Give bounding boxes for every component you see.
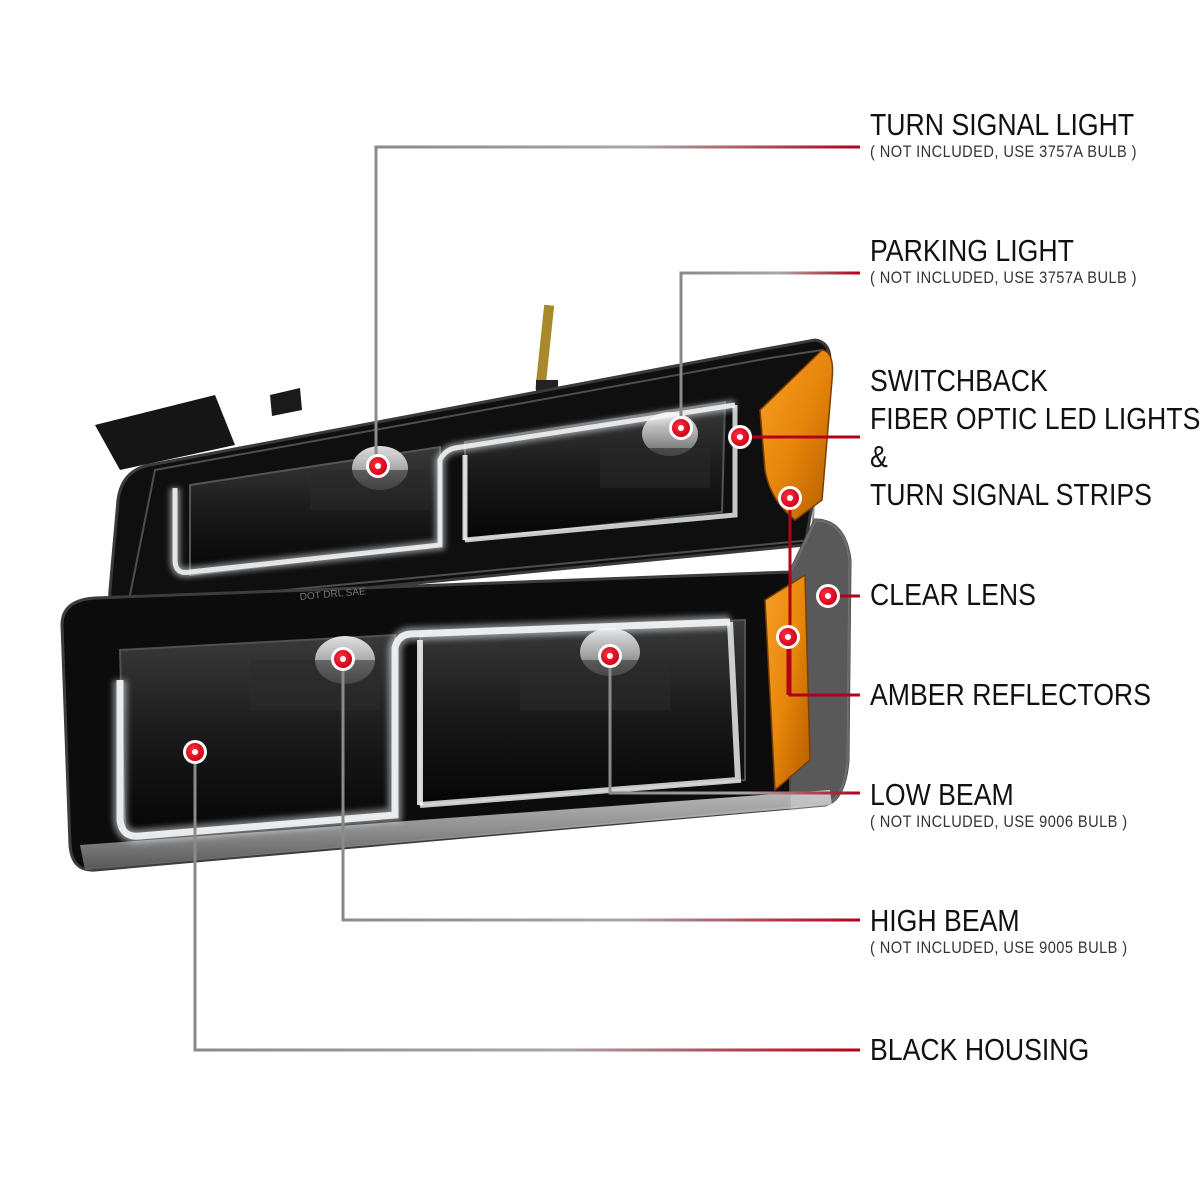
amber-title: AMBER REFLECTORS (870, 677, 1151, 712)
marker-low-beam (598, 644, 622, 668)
label-parking: PARKING LIGHT ( NOT INCLUDED, USE 3757A … (870, 234, 1180, 288)
label-high-beam: HIGH BEAM ( NOT INCLUDED, USE 9005 BULB … (870, 904, 1170, 958)
marker-housing (183, 740, 207, 764)
switchback-line1: SWITCHBACK (870, 363, 1048, 398)
leader-amber (788, 498, 860, 697)
leader-high-beam (341, 659, 860, 922)
marker-turn-signal (366, 454, 390, 478)
housing-title: BLACK HOUSING (870, 1032, 1090, 1067)
low-beam-title: LOW BEAM (870, 777, 1014, 812)
label-housing: BLACK HOUSING (870, 1033, 1125, 1067)
high-beam-title: HIGH BEAM (870, 903, 1020, 938)
parking-title: PARKING LIGHT (870, 233, 1074, 268)
turn-signal-note: ( NOT INCLUDED, USE 3757A BULB ) (870, 142, 1137, 161)
leader-lines (193, 145, 860, 1052)
leader-turn-signal (374, 145, 860, 466)
marker-high-beam (331, 647, 355, 671)
switchback-line4: TURN SIGNAL STRIPS (870, 477, 1152, 512)
mount-bracket (95, 395, 235, 470)
label-turn-signal: TURN SIGNAL LIGHT ( NOT INCLUDED, USE 37… (870, 108, 1180, 162)
clear-lens-title: CLEAR LENS (870, 577, 1036, 612)
headlight-assembly: DOT DRL SAE (60, 304, 852, 872)
marker-parking (669, 416, 693, 440)
label-low-beam: LOW BEAM ( NOT INCLUDED, USE 9006 BULB ) (870, 778, 1170, 832)
markers (183, 416, 840, 764)
leader-parking (679, 271, 860, 428)
upper-amber-reflector (759, 349, 834, 521)
switchback-line3: & (870, 439, 888, 474)
marker-amber-lower (776, 625, 800, 649)
parking-note: ( NOT INCLUDED, USE 3757A BULB ) (870, 268, 1137, 287)
label-clear-lens: CLEAR LENS (870, 578, 1063, 612)
adjuster-pin (535, 304, 555, 391)
label-amber: AMBER REFLECTORS (870, 678, 1197, 712)
marker-amber-upper (778, 486, 802, 510)
turn-signal-title: TURN SIGNAL LIGHT (870, 107, 1135, 142)
label-switchback: SWITCHBACK FIBER OPTIC LED LIGHTS & TURN… (870, 362, 1200, 514)
leader-housing (193, 752, 860, 1052)
high-beam-note: ( NOT INCLUDED, USE 9005 BULB ) (870, 938, 1128, 957)
leader-low-beam (608, 656, 860, 795)
marker-switchback-upper (728, 425, 752, 449)
switchback-line2: FIBER OPTIC LED LIGHTS (870, 401, 1200, 436)
marker-clear-lens (816, 584, 840, 608)
low-beam-note: ( NOT INCLUDED, USE 9006 BULB ) (870, 812, 1128, 831)
